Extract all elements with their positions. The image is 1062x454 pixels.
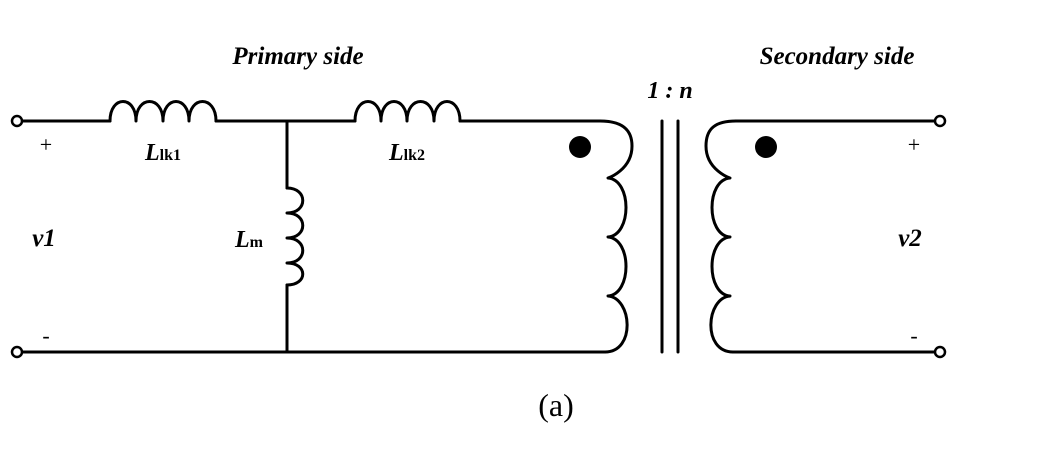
secondary-side-label: Secondary side <box>760 43 915 70</box>
minus-left: - <box>42 323 49 348</box>
llk1-main: L <box>144 140 160 166</box>
llk2-sub: lk2 <box>404 147 425 164</box>
llk2-label: Llk2 <box>388 140 425 166</box>
primary-dot <box>569 136 591 158</box>
plus-left: + <box>40 132 52 157</box>
terminal-right-top[interactable] <box>933 114 947 128</box>
terminal-right-bottom[interactable] <box>933 345 947 359</box>
minus-right: - <box>910 323 917 348</box>
v2-label: v2 <box>898 225 922 252</box>
inductor-lm <box>285 186 305 287</box>
plus-right: + <box>908 132 920 157</box>
primary-winding <box>598 119 634 354</box>
llk1-label: Llk1 <box>144 140 181 166</box>
lm-sub: m <box>250 234 264 251</box>
lm-label: Lm <box>234 227 264 253</box>
secondary-winding <box>704 119 738 354</box>
inductor-llk2 <box>353 100 462 123</box>
llk2-main: L <box>388 140 404 166</box>
terminal-left-bottom[interactable] <box>10 345 24 359</box>
lm-main: L <box>234 227 250 253</box>
figure-caption: (a) <box>538 387 574 423</box>
secondary-dot <box>755 136 777 158</box>
terminal-left-top[interactable] <box>10 114 24 128</box>
primary-side-label: Primary side <box>231 43 363 70</box>
inductor-llk1 <box>108 100 218 123</box>
llk1-sub: lk1 <box>160 147 181 164</box>
turns-ratio-label: 1 : n <box>647 78 692 104</box>
v1-label: v1 <box>32 225 56 252</box>
